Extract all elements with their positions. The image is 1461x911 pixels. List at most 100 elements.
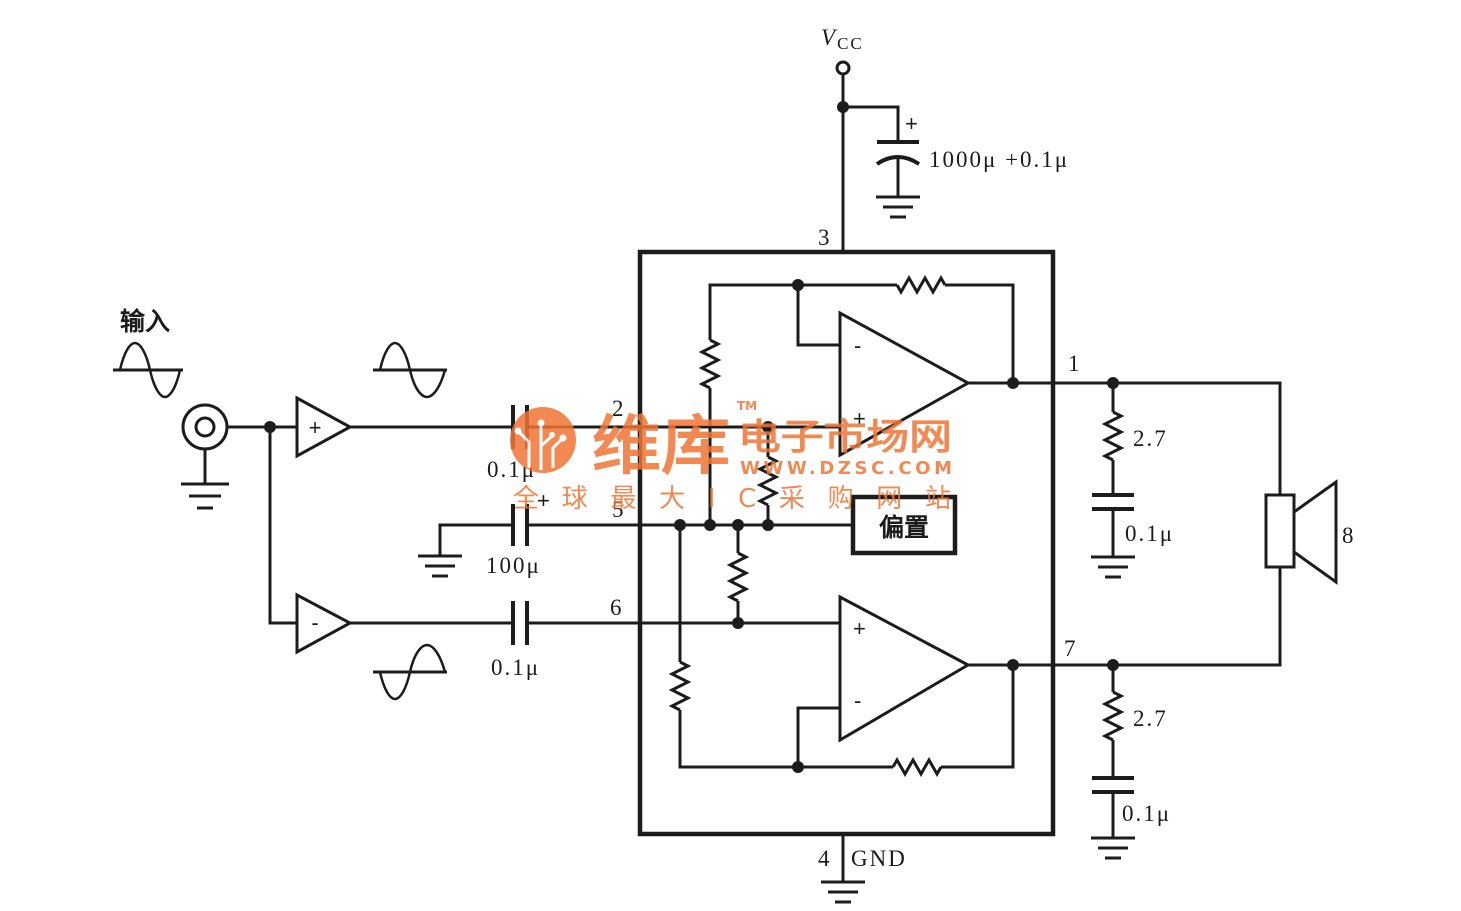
output-network-cap-label: 0.1μ	[1125, 521, 1174, 546]
watermark-site-name: 电子市场网	[738, 417, 952, 458]
bias-junction-dot	[762, 519, 774, 531]
watermark-logo-node	[514, 427, 522, 435]
ground-symbol-input	[181, 482, 229, 510]
pin-5-label: 5	[612, 497, 626, 522]
sine-wave-inverted	[378, 643, 447, 701]
non-inverting-buffer	[295, 395, 354, 459]
watermark-logo	[510, 407, 576, 473]
lower-output-junction-dot	[1007, 659, 1019, 671]
pin-2-bias-resistor	[756, 455, 780, 507]
watermark-logo-node	[549, 432, 555, 438]
upper-op-amp-plus: +	[853, 406, 866, 431]
input-jack-inner	[194, 416, 216, 438]
upper-output-junction-dot	[1007, 377, 1019, 389]
output-network-resistor-label: 2.7	[1133, 426, 1168, 451]
vcc-terminal	[835, 60, 851, 76]
watermark-logo-node	[559, 434, 567, 442]
inverting-buffer-sign: -	[311, 610, 318, 635]
gnd-pin: 4 GND	[818, 834, 907, 904]
upper-divider-wire	[708, 283, 897, 340]
ground-symbol-gnd	[821, 880, 865, 904]
upper-op-amp	[838, 310, 972, 458]
output-network-resistor-label: 2.7	[1133, 706, 1168, 731]
input-waveform	[113, 341, 183, 399]
upper-feedback-resistor	[895, 274, 947, 296]
pin-4-label: 4	[818, 846, 832, 871]
upper-waveform	[373, 341, 447, 399]
bias-junction-dot	[704, 519, 716, 531]
watermark-trademark: TM	[737, 399, 757, 413]
speaker-magnet	[1264, 493, 1296, 569]
lower-feedback-wire	[941, 665, 1015, 769]
gnd-label: GND	[851, 846, 907, 871]
pin-6-label: 6	[610, 595, 624, 620]
bypass-cap-polarity-mark: +	[537, 488, 550, 513]
supply-cap-wire	[843, 105, 900, 142]
input-cap-bottom-label: 0.1μ	[491, 655, 540, 680]
supply-cap-polarity-mark: +	[905, 111, 918, 136]
non-inverting-buffer-sign: +	[309, 415, 322, 440]
supply-cap-label: 1000μ +0.1μ	[929, 147, 1069, 172]
pin-3-label: 3	[818, 225, 832, 250]
input-jack-outer	[181, 403, 229, 451]
upper-feedback-wire	[945, 283, 1015, 383]
lower-op-amp	[838, 594, 972, 743]
vcc-subscript: CC	[837, 34, 864, 53]
pin-1-label: 1	[1068, 351, 1082, 376]
upper-op-amp-stage: - +	[698, 274, 1282, 525]
ground-symbol-supply	[876, 195, 920, 219]
output-network-resistor	[1101, 410, 1125, 462]
lower-inverting-input-wire	[796, 706, 840, 767]
bypass-cap-wire	[438, 523, 513, 556]
output-network-cap-label: 0.1μ	[1122, 801, 1171, 826]
ground-symbol-output-lower	[1091, 836, 1135, 860]
lower-op-amp-stage: + -	[668, 525, 1282, 778]
lower-op-amp-plus: +	[853, 616, 866, 641]
sine-wave	[378, 341, 447, 399]
bias-block-label: 偏置	[879, 513, 929, 542]
lower-feedback-resistor	[891, 756, 943, 778]
speaker: 8	[1264, 479, 1356, 585]
speaker-cone	[1292, 479, 1338, 585]
input-split-wire	[268, 427, 297, 625]
upper-divider-resistor	[698, 338, 722, 390]
bias-block	[850, 494, 958, 556]
watermark: 维库 TM 电子市场网 WWW.DZSC.COM 全球最大IC采购网站	[510, 399, 952, 514]
watermark-logo-node	[537, 419, 545, 427]
upper-feedback-junction-dot	[792, 279, 804, 291]
bias-network: 偏置	[527, 421, 958, 629]
ground-symbol-output-upper	[1091, 555, 1135, 579]
ground-symbol-bypass	[418, 554, 462, 578]
inverting-buffer	[295, 592, 354, 655]
watermark-brand: 维库	[592, 410, 730, 484]
vcc-symbol: V	[821, 25, 838, 50]
vcc-supply: VCC + 1000μ +0.1μ 3	[818, 25, 1069, 252]
lower-waveform	[373, 643, 447, 701]
sine-wave	[118, 341, 182, 399]
lower-divider-return-wire	[678, 710, 893, 769]
watermark-slogan: 全球最大IC采购网站	[513, 484, 951, 514]
input-section: 输入 + - 0.1μ 0.1μ	[113, 307, 550, 701]
lower-output-wire	[968, 567, 1282, 667]
lower-feedback-junction-dot	[792, 761, 804, 773]
output-network-lower: 2.7 0.1μ	[1091, 659, 1171, 860]
vcc-label: VCC	[821, 25, 864, 53]
watermark-logo-disc	[510, 407, 576, 473]
output-network-resistor	[1101, 690, 1125, 742]
lower-divider-resistor	[668, 660, 692, 712]
pin-6-bias-resistor	[726, 551, 750, 603]
watermark-url: WWW.DZSC.COM	[740, 458, 952, 479]
output-network-upper: 2.7 0.1μ	[1091, 377, 1174, 579]
ic-package	[637, 249, 1056, 837]
input-label: 输入	[120, 307, 170, 336]
upper-op-amp-minus: -	[854, 333, 861, 358]
bypass-cap-label: 100μ	[486, 553, 541, 578]
upper-output-wire	[968, 381, 1282, 495]
lower-op-amp-minus: -	[854, 688, 861, 713]
watermark-logo-traces	[516, 424, 565, 470]
pin-2-label: 2	[612, 396, 626, 421]
pin-7-label: 7	[1064, 636, 1078, 661]
pin-8-label: 8	[1342, 523, 1356, 548]
upper-inverting-input-wire	[796, 285, 840, 347]
